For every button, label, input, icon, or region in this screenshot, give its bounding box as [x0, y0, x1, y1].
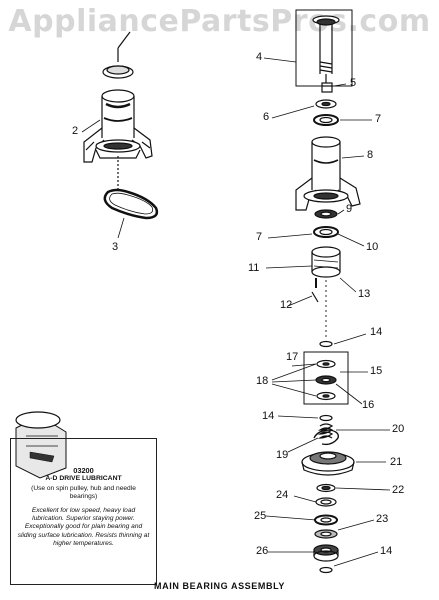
lubricant-usage: (Use on spin pulley, hub and needle bear… [31, 484, 136, 501]
lubricant-description: Excellent for low speed, heavy load lubr… [17, 506, 150, 548]
callout-17: 17 [286, 351, 299, 363]
part-housing [83, 89, 153, 163]
callout-14-middle: 14 [262, 410, 275, 422]
part-hub-housing [295, 136, 361, 211]
part-cap [102, 31, 134, 79]
part-pin [311, 278, 319, 303]
diagram-caption: MAIN BEARING ASSEMBLY [154, 581, 285, 591]
part-bearing-26 [313, 544, 339, 562]
lubricant-tube [15, 411, 67, 479]
callout-19: 19 [276, 449, 289, 461]
callout-7-upper: 7 [375, 113, 382, 125]
part-bearing-25 [314, 514, 338, 526]
part-spring [317, 423, 334, 439]
part-ring-22 [316, 483, 336, 493]
callout-10: 10 [366, 241, 379, 253]
callout-24: 24 [276, 489, 289, 501]
part-seal-9 [314, 209, 338, 219]
callout-13: 13 [358, 288, 371, 300]
part-washer-6 [315, 99, 337, 109]
callout-22: 22 [392, 484, 405, 496]
part-belt [103, 156, 159, 220]
part-shaft [295, 9, 353, 88]
callout-12: 12 [280, 299, 293, 311]
callout-16: 16 [362, 399, 375, 411]
callout-20: 20 [392, 423, 405, 435]
callout-5: 5 [350, 77, 357, 89]
part-bearing-7-lower [313, 226, 339, 238]
callout-2: 2 [72, 125, 79, 137]
callout-9: 9 [346, 203, 353, 215]
part-bushing [321, 82, 333, 93]
part-seal-23 [314, 529, 338, 539]
callout-3: 3 [112, 241, 119, 253]
watermark: AppliancePartsPros.com [8, 4, 431, 39]
callout-6: 6 [263, 111, 270, 123]
callout-21: 21 [390, 456, 403, 468]
callout-25: 25 [254, 510, 267, 522]
callout-15: 15 [370, 365, 383, 377]
callout-8: 8 [367, 149, 374, 161]
part-drive-gear [301, 451, 355, 476]
lubricant-name: A-D DRIVE LUBRICANT [45, 475, 122, 483]
part-clip [313, 429, 340, 446]
callout-18: 18 [256, 375, 269, 387]
lubricant-part-number: 03200 [73, 466, 94, 475]
part-ring-14-bottom [319, 566, 333, 574]
callout-14-bottom: 14 [380, 545, 393, 557]
callout-11: 11 [248, 262, 260, 274]
part-collar [311, 246, 341, 278]
callout-7-lower: 7 [256, 231, 263, 243]
part-bearing-7-upper [313, 114, 339, 126]
callout-26: 26 [256, 545, 269, 557]
lubricant-info-box: 03200 A-D DRIVE LUBRICANT (Use on spin p… [10, 438, 157, 585]
part-washer-24 [315, 497, 337, 507]
lubricant-text: 03200 A-D DRIVE LUBRICANT (Use on spin p… [17, 466, 150, 549]
callout-23: 23 [376, 513, 389, 525]
part-frame-14-18 [303, 340, 349, 422]
callout-4: 4 [256, 51, 263, 63]
callout-14-top: 14 [370, 326, 383, 338]
leader-lines [81, 57, 391, 567]
